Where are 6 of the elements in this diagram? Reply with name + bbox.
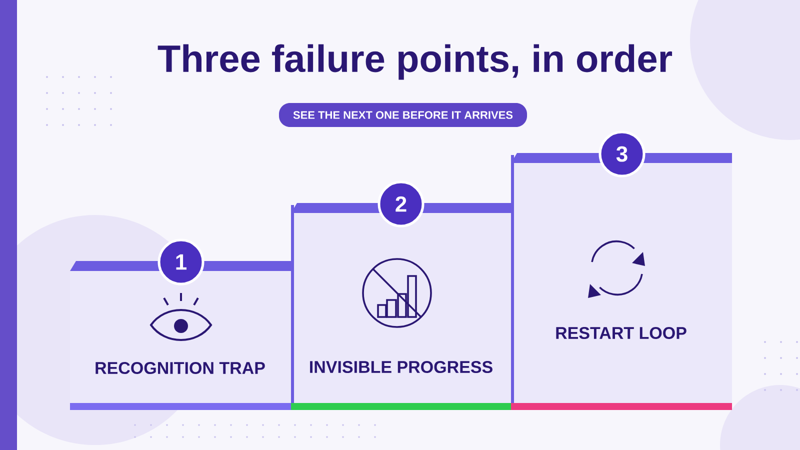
number-badge: 3: [598, 130, 646, 178]
number-badge: 1: [158, 238, 204, 286]
title: Three failure points, in order: [158, 44, 672, 80]
subtitle-pill: SEE THE NEXT ONE BEFORE IT ARRIVES: [279, 103, 528, 127]
node-label: RECOGNITION TRAP: [96, 362, 265, 374]
number-badge: 2: [378, 180, 424, 228]
